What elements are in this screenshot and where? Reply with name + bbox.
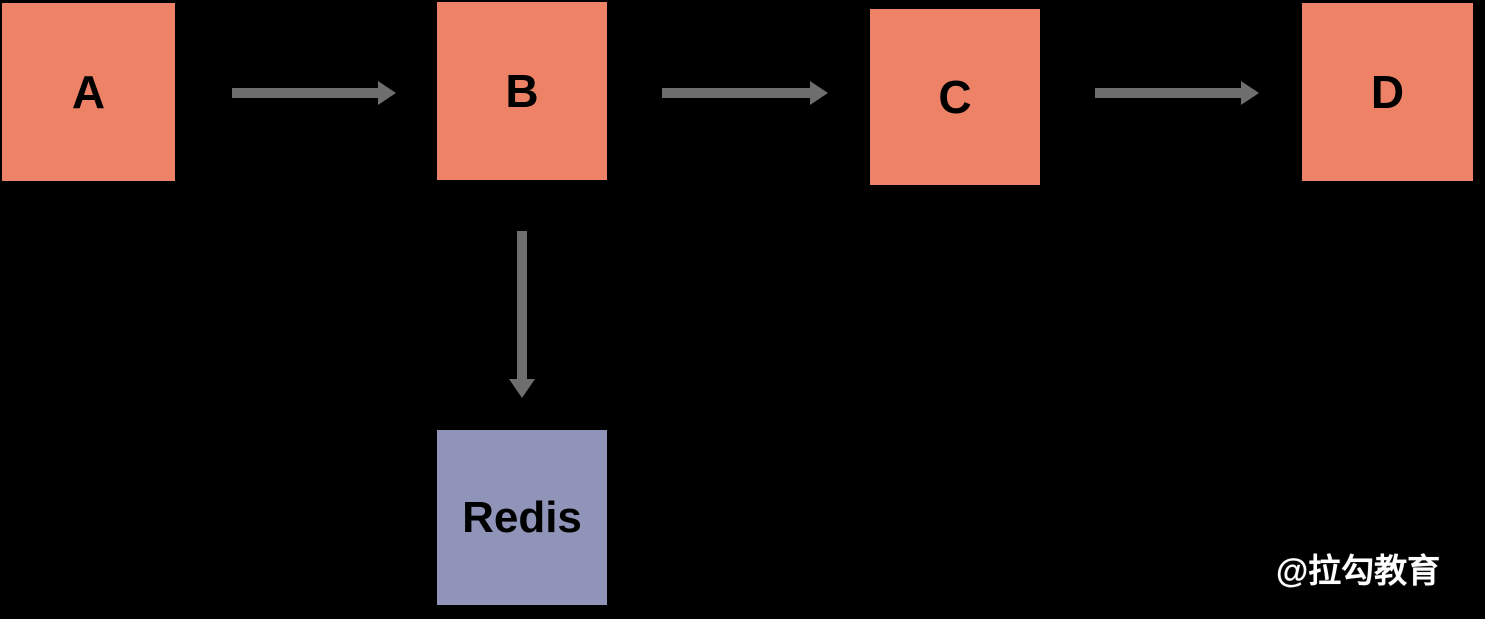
node-c[interactable]: C xyxy=(870,9,1040,185)
node-d[interactable]: D xyxy=(1302,3,1473,181)
arrow-right-icon xyxy=(232,81,396,105)
node-b[interactable]: B xyxy=(437,2,607,180)
arrow-b-to-redis xyxy=(506,231,538,398)
watermark: @拉勾教育 xyxy=(1276,552,1441,589)
node-a-label: A xyxy=(71,66,106,118)
node-redis-label: Redis xyxy=(462,492,582,542)
node-b-label: B xyxy=(505,65,539,117)
arrow-b-to-c xyxy=(662,78,828,108)
node-c-label: C xyxy=(938,71,972,123)
arrow-right-icon xyxy=(1095,81,1259,105)
arrow-a-to-b xyxy=(232,78,396,108)
arrow-down-icon xyxy=(509,231,535,398)
arrow-c-to-d xyxy=(1095,78,1259,108)
node-a[interactable]: A xyxy=(2,3,175,181)
node-d-label: D xyxy=(1370,66,1405,118)
arrow-right-icon xyxy=(662,81,828,105)
node-redis[interactable]: Redis xyxy=(437,430,607,605)
